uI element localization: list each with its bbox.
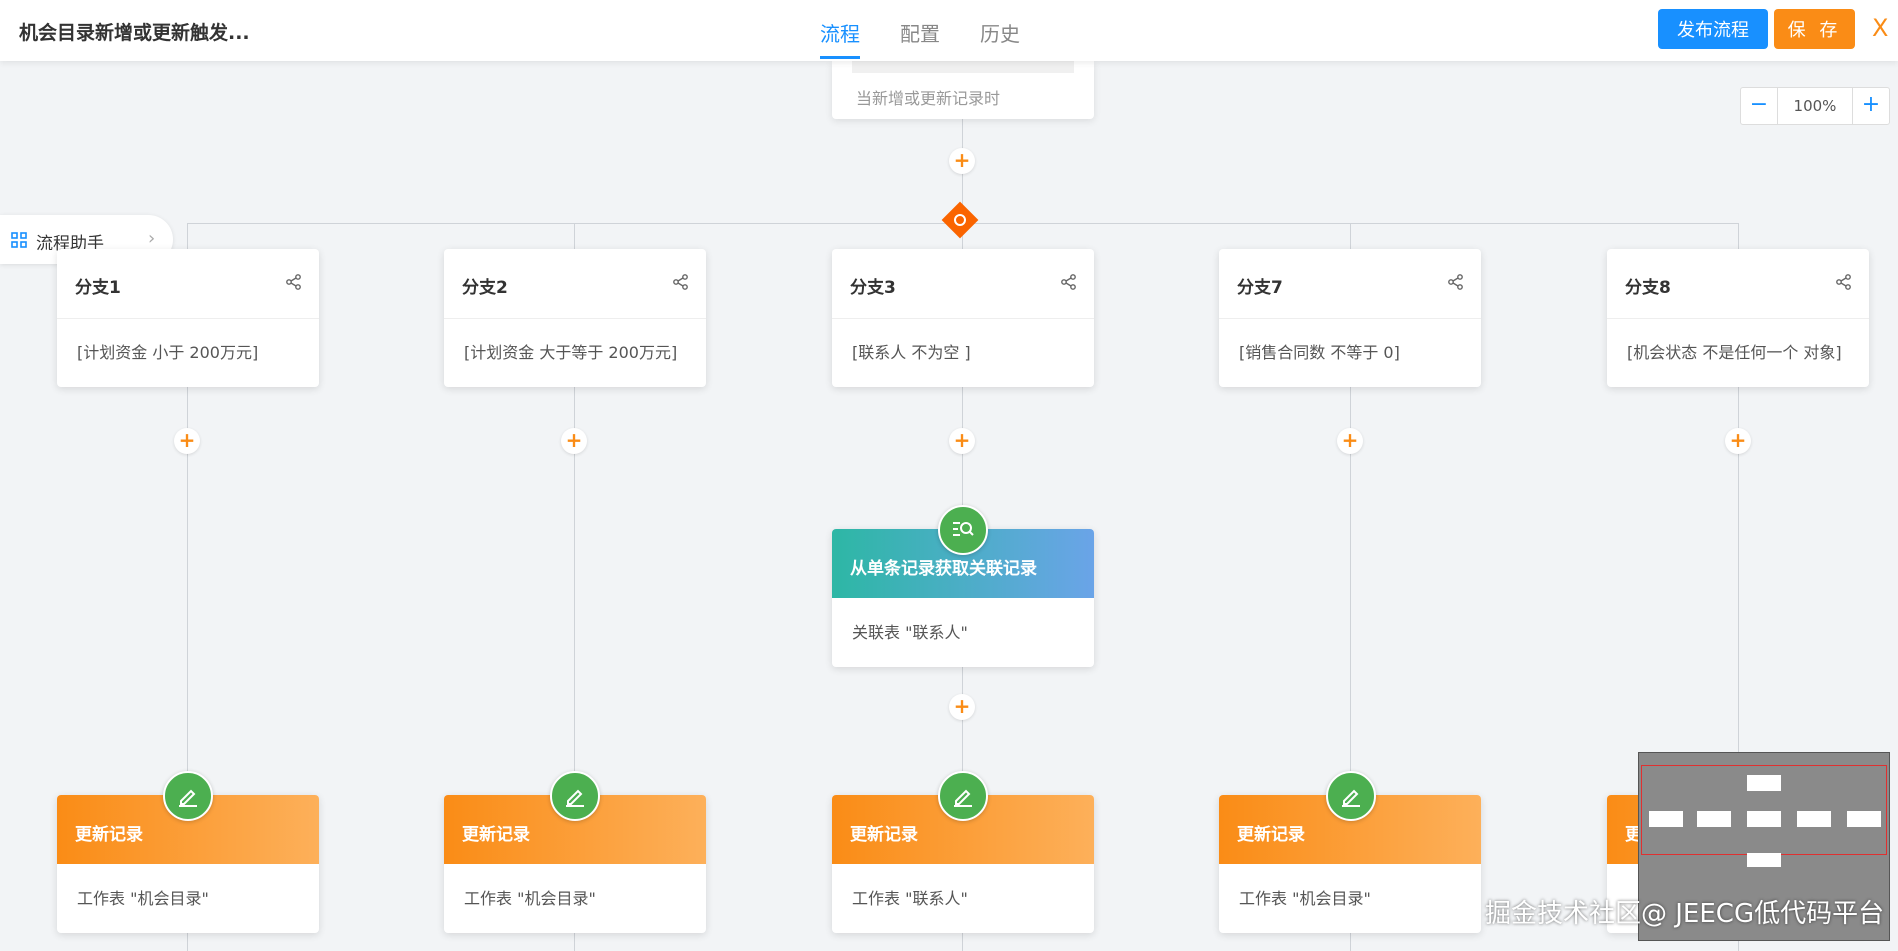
action-title: 更新记录: [462, 825, 530, 845]
branch-title: 分支3: [850, 278, 896, 298]
edit-icon: [938, 771, 988, 821]
add-node-button[interactable]: +: [1725, 428, 1751, 454]
tab-history[interactable]: 历史: [980, 22, 1020, 46]
branch-condition: [机会状态 不是任何一个 对象]: [1627, 343, 1842, 362]
edit-icon: [163, 771, 213, 821]
branch-title: 分支2: [462, 278, 508, 298]
tab-flow[interactable]: 流程: [820, 0, 860, 61]
share-icon[interactable]: [1447, 273, 1465, 291]
connector: [1350, 223, 1351, 951]
branch-card[interactable]: 分支3 [联系人 不为空 ]: [832, 249, 1094, 387]
branch-condition: [计划资金 大于等于 200万元]: [464, 343, 678, 362]
add-node-button[interactable]: +: [1337, 428, 1363, 454]
add-node-button[interactable]: +: [949, 428, 975, 454]
branch-condition: [联系人 不为空 ]: [852, 343, 971, 362]
grid-icon: [11, 232, 27, 248]
view-tabs: 流程 配置 历史: [820, 0, 1060, 61]
action-title: 更新记录: [75, 825, 143, 845]
minimap-node: [1649, 811, 1683, 827]
edit-icon: [1326, 771, 1376, 821]
minimap-node: [1747, 811, 1781, 827]
workflow-title: 机会目录新增或更新触发...: [19, 22, 250, 44]
save-button[interactable]: 保 存: [1774, 9, 1855, 49]
top-bar: 机会目录新增或更新触发... 流程 配置 历史 发布流程 保 存 X: [0, 0, 1898, 61]
share-icon[interactable]: [285, 273, 303, 291]
action-desc: 工作表 "机会目录": [464, 889, 596, 908]
zoom-control: − 100% +: [1740, 87, 1890, 125]
watermark-text: 掘金技术社区@ JEECG低代码平台: [1485, 899, 1885, 929]
action-desc: 工作表 "机会目录": [77, 889, 209, 908]
branch-condition: [计划资金 小于 200万元]: [77, 343, 259, 362]
action-title: 更新记录: [850, 825, 918, 845]
action-desc: 工作表 "联系人": [852, 889, 968, 908]
search-list-icon: [938, 505, 988, 555]
connector: [187, 223, 188, 951]
update-record-node[interactable]: 更新记录 工作表 "联系人": [832, 795, 1094, 933]
update-record-node[interactable]: 更新记录 工作表 "机会目录": [444, 795, 706, 933]
branch-title: 分支1: [75, 278, 121, 298]
action-title: 从单条记录获取关联记录: [850, 559, 1037, 579]
tab-config[interactable]: 配置: [900, 22, 940, 46]
branch-card[interactable]: 分支8 [机会状态 不是任何一个 对象]: [1607, 249, 1869, 387]
branch-gateway-icon[interactable]: [941, 201, 979, 239]
connector: [574, 223, 575, 951]
trigger-title-strip: [852, 61, 1074, 73]
action-desc: 工作表 "机会目录": [1239, 889, 1371, 908]
branch-card[interactable]: 分支2 [计划资金 大于等于 200万元]: [444, 249, 706, 387]
branch-condition: [销售合同数 不等于 0]: [1239, 343, 1400, 362]
publish-button[interactable]: 发布流程: [1658, 9, 1768, 49]
branch-card[interactable]: 分支1 [计划资金 小于 200万元]: [57, 249, 319, 387]
branch-title: 分支7: [1237, 278, 1283, 298]
trigger-node[interactable]: 当新增或更新记录时: [832, 61, 1094, 119]
trigger-subtitle: 当新增或更新记录时: [856, 89, 1001, 108]
branch-title: 分支8: [1625, 278, 1671, 298]
add-node-button[interactable]: +: [561, 428, 587, 454]
add-node-button[interactable]: +: [174, 428, 200, 454]
zoom-level: 100%: [1777, 88, 1853, 124]
minimap-node: [1747, 775, 1781, 791]
zoom-in-button[interactable]: +: [1861, 92, 1881, 117]
close-icon[interactable]: X: [1872, 14, 1889, 42]
action-desc: 关联表 "联系人": [852, 623, 968, 642]
share-icon[interactable]: [1060, 273, 1078, 291]
chevron-right-icon: ›: [148, 228, 156, 249]
branch-card[interactable]: 分支7 [销售合同数 不等于 0]: [1219, 249, 1481, 387]
zoom-out-button[interactable]: −: [1749, 92, 1769, 117]
share-icon[interactable]: [672, 273, 690, 291]
minimap-node: [1797, 811, 1831, 827]
minimap-node: [1697, 811, 1731, 827]
edit-icon: [550, 771, 600, 821]
action-title: 更新记录: [1237, 825, 1305, 845]
minimap[interactable]: [1638, 752, 1890, 941]
add-node-button[interactable]: +: [949, 694, 975, 720]
minimap-node: [1847, 811, 1881, 827]
flow-canvas[interactable]: 当新增或更新记录时 + 流程助手 › − 100% + 分支1 [计划资金 小于…: [0, 61, 1898, 951]
share-icon[interactable]: [1835, 273, 1853, 291]
add-node-button[interactable]: +: [949, 148, 975, 174]
connector: [1738, 223, 1739, 951]
minimap-node: [1747, 853, 1781, 867]
